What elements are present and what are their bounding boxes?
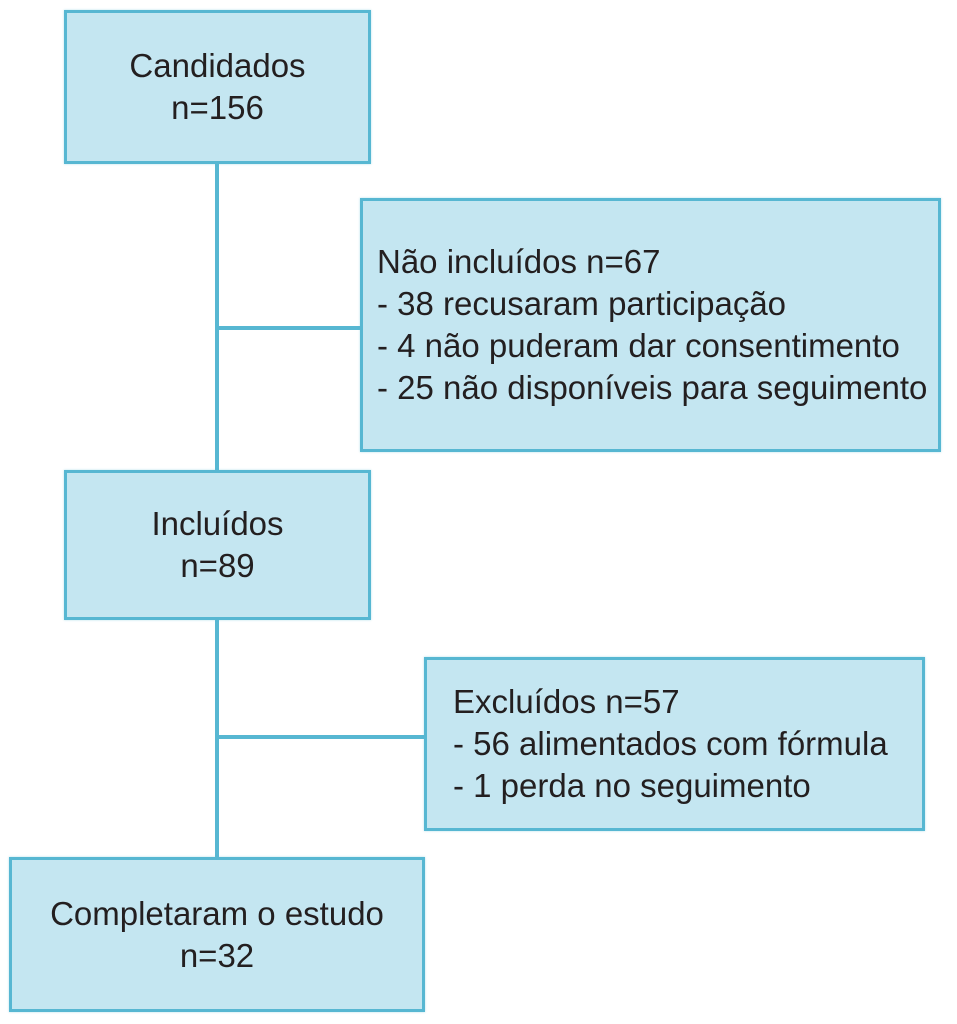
connector-to-not-included (215, 326, 362, 330)
connector-included-to-completed (215, 618, 219, 860)
connector-candidates-to-included (215, 162, 219, 472)
included-title: Incluídos (151, 505, 284, 542)
not-included-item: - 4 não puderam dar consentimento (377, 327, 900, 364)
not-included-item: - 25 não disponíveis para seguimento (377, 369, 928, 406)
completed-box: Completaram o estudo n=32 (9, 857, 425, 1012)
completed-title: Completaram o estudo (50, 894, 384, 932)
excluded-item: - 1 perda no seguimento (453, 767, 811, 804)
not-included-box: Não incluídos n=67 - 38 recusaram partic… (360, 198, 941, 452)
included-count: n=89 (180, 547, 255, 584)
candidates-box: Candidados n=156 (64, 10, 371, 164)
candidates-count: n=156 (171, 89, 264, 126)
excluded-box: Excluídos n=57 - 56 alimentados com fórm… (424, 657, 925, 831)
not-included-item: - 38 recusaram participação (377, 285, 787, 322)
completed-count: n=32 (179, 936, 255, 974)
included-box: Incluídos n=89 (64, 470, 371, 620)
not-included-title: Não incluídos n=67 (377, 243, 661, 280)
candidates-title: Candidados (129, 47, 306, 84)
excluded-title: Excluídos n=57 (453, 683, 680, 720)
connector-to-excluded (215, 735, 426, 739)
excluded-item: - 56 alimentados com fórmula (453, 725, 888, 762)
